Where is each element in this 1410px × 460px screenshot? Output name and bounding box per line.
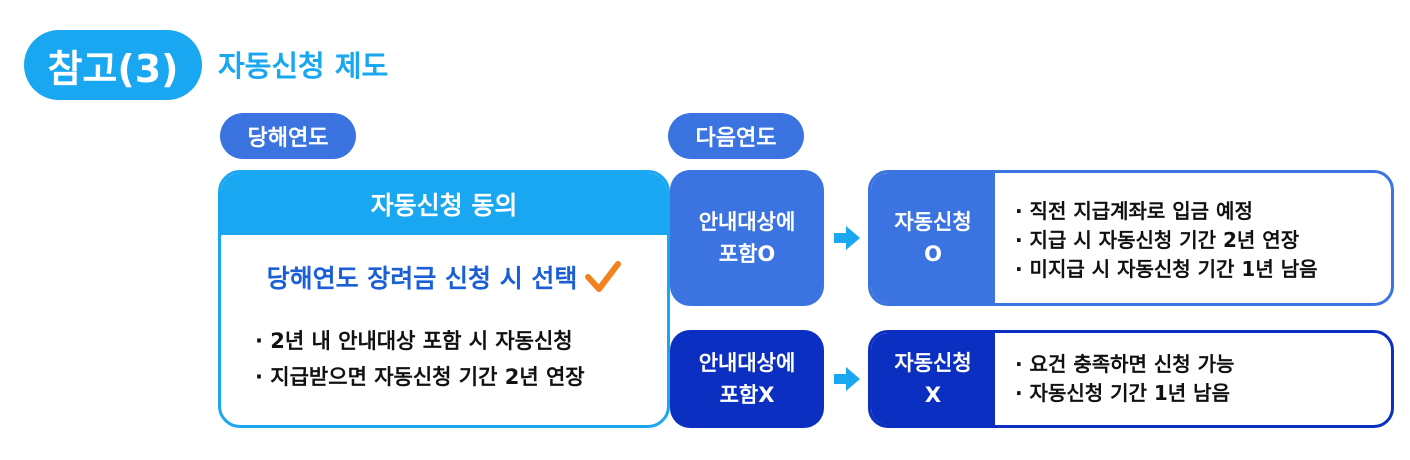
result-auto-apply-o-box: 자동신청 O · 직전 지급계좌로 입금 예정 · 지급 시 자동신청 기간 2…	[868, 170, 1394, 306]
result-bullet-list: · 요건 충족하면 신청 가능 · 자동신청 기간 1년 남음	[1015, 350, 1383, 408]
result-line: O	[924, 242, 942, 266]
auto-apply-consent-box: 자동신청 동의 당해연도 장려금 신청 시 선택 · 2년 내 안내대상 포함 …	[218, 170, 670, 428]
arrow-right-icon	[834, 367, 860, 391]
consent-choice-text: 당해연도 장려금 신청 시 선택	[266, 264, 578, 293]
result-line: 자동신청	[894, 351, 972, 375]
check-icon	[585, 261, 622, 292]
condition-line: 안내대상에	[698, 210, 796, 234]
list-item: · 지급 시 자동신청 기간 2년 연장	[1015, 228, 1300, 252]
consent-choice: 당해연도 장려금 신청 시 선택	[221, 255, 667, 299]
consent-box-title: 자동신청 동의	[221, 173, 667, 235]
result-auto-apply-x-box: 자동신청 X · 요건 충족하면 신청 가능 · 자동신청 기간 1년 남음	[868, 330, 1394, 428]
consent-bullet-list: · 2년 내 안내대상 포함 시 자동신청 · 지급받으면 자동신청 기간 2년…	[255, 323, 657, 395]
result-bullet-list: · 직전 지급계좌로 입금 예정 · 지급 시 자동신청 기간 2년 연장 · …	[1015, 197, 1383, 284]
next-year-label: 다음연도	[668, 113, 804, 159]
reference-badge: 참고(3)	[24, 30, 202, 100]
list-item: · 지급받으면 자동신청 기간 2년 연장	[255, 365, 585, 389]
condition-excluded-box: 안내대상에 포함X	[670, 330, 824, 428]
result-head: 자동신청 X	[871, 333, 995, 425]
condition-line: 포함O	[718, 242, 776, 266]
list-item: · 직전 지급계좌로 입금 예정	[1015, 199, 1253, 223]
condition-line: 안내대상에	[698, 351, 796, 375]
condition-included-box: 안내대상에 포함O	[670, 170, 824, 306]
current-year-label: 당해연도	[220, 113, 356, 159]
result-head: 자동신청 O	[871, 173, 995, 303]
list-item: · 자동신청 기간 1년 남음	[1015, 381, 1230, 405]
list-item: · 요건 충족하면 신청 가능	[1015, 352, 1235, 376]
page-title: 자동신청 제도	[218, 49, 389, 83]
result-line: 자동신청	[894, 210, 972, 234]
arrow-right-icon	[834, 226, 860, 250]
condition-line: 포함X	[719, 383, 775, 407]
result-line: X	[924, 383, 942, 407]
list-item: · 2년 내 안내대상 포함 시 자동신청	[255, 329, 573, 353]
list-item: · 미지급 시 자동신청 기간 1년 남음	[1015, 257, 1318, 281]
